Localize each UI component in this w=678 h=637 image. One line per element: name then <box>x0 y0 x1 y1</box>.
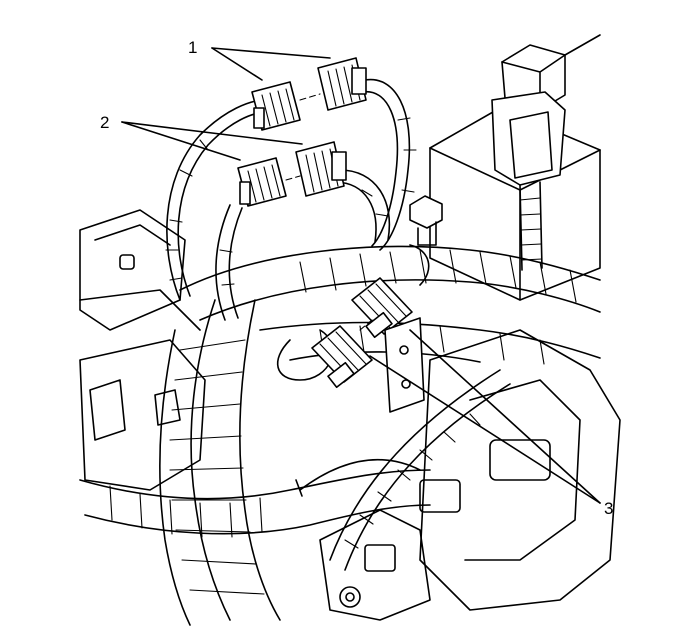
diagonal-wire-right <box>295 369 511 571</box>
connector-pair-3 <box>311 277 413 389</box>
connector-3-upper <box>351 277 413 339</box>
connector-3-lower <box>311 325 373 389</box>
callout-1: 1 <box>188 38 197 57</box>
callout-3: 3 <box>604 499 613 518</box>
lower-harness-bundle <box>79 469 431 538</box>
engine-block-left <box>79 209 206 491</box>
wire-loops-upper <box>165 78 417 321</box>
connector-2-right <box>295 141 347 197</box>
connector-2-left <box>237 157 287 207</box>
main-harness-bundle <box>179 245 601 365</box>
mounting-bracket <box>384 317 425 413</box>
callout-2: 2 <box>100 113 109 132</box>
vertical-harness-left <box>159 299 281 626</box>
ground-stud <box>409 195 443 246</box>
connector-1-left <box>251 81 301 131</box>
connector-1-right <box>317 57 367 111</box>
sensor-connector-top <box>491 34 601 271</box>
connector-pair-2 <box>237 141 347 207</box>
leader-lines <box>121 47 601 504</box>
connector-pair-1 <box>251 57 367 131</box>
